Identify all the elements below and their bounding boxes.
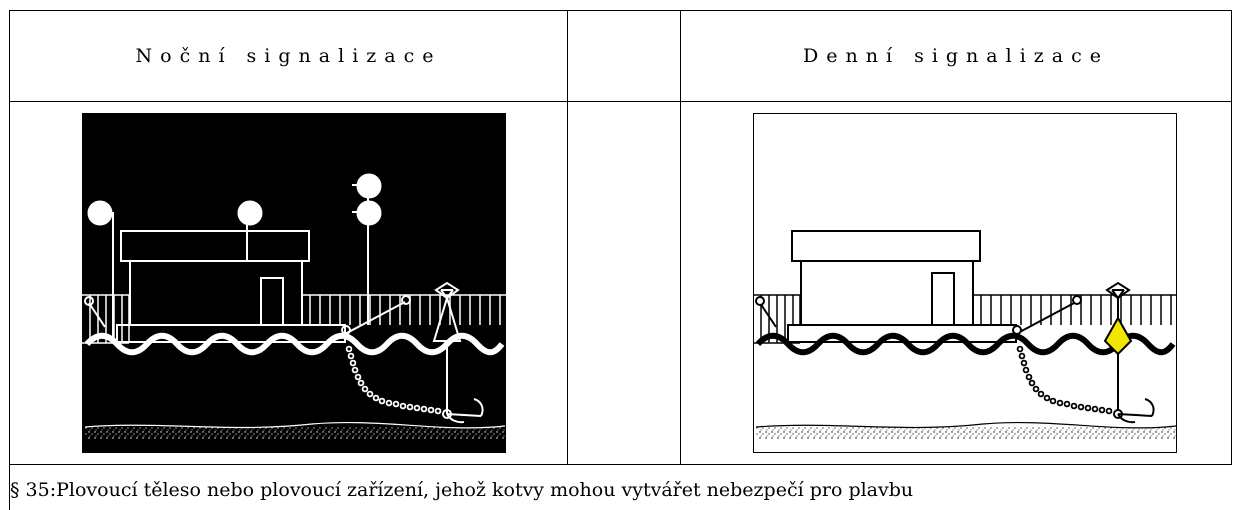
column-divider-2	[680, 10, 681, 465]
day-roof	[791, 230, 981, 262]
header-bottom-border	[9, 101, 1232, 102]
column-divider-1	[567, 10, 568, 465]
image-row-bottom-border	[9, 464, 1232, 465]
day-signal-illustration	[753, 113, 1177, 453]
paragraph-caption: § 35:Plovoucí těleso nebo plovoucí zaříz…	[10, 479, 914, 501]
night-riverbed-edge	[84, 421, 506, 429]
table-top-border	[9, 10, 1232, 11]
night-background	[82, 113, 506, 453]
table-right-border	[1231, 10, 1232, 465]
night-signal-header: Noční signalizace	[135, 45, 442, 67]
night-roof	[120, 230, 310, 262]
day-fence	[754, 294, 1177, 344]
table-left-border	[9, 10, 10, 510]
night-anchor-buoy	[432, 281, 484, 424]
night-stays	[84, 295, 411, 335]
empty-header	[568, 11, 680, 101]
day-riverbed-edge	[755, 421, 1177, 429]
night-light-left	[87, 200, 113, 226]
night-light-lower-right	[356, 200, 382, 226]
night-signal-illustration	[82, 113, 506, 453]
night-mast-lights	[87, 173, 382, 343]
night-anchor-chain	[345, 345, 442, 415]
day-water-wave	[755, 332, 1176, 356]
night-light-upper-right	[356, 173, 382, 199]
day-riverbed	[756, 427, 1176, 439]
day-anchor-chain	[1016, 345, 1113, 415]
night-riverbed	[85, 427, 505, 439]
day-anchor-buoy	[1103, 281, 1155, 424]
night-water-wave	[84, 332, 505, 356]
day-door	[931, 272, 955, 326]
day-signal-header: Denní signalizace	[803, 45, 1109, 67]
night-light-middle	[237, 200, 263, 226]
